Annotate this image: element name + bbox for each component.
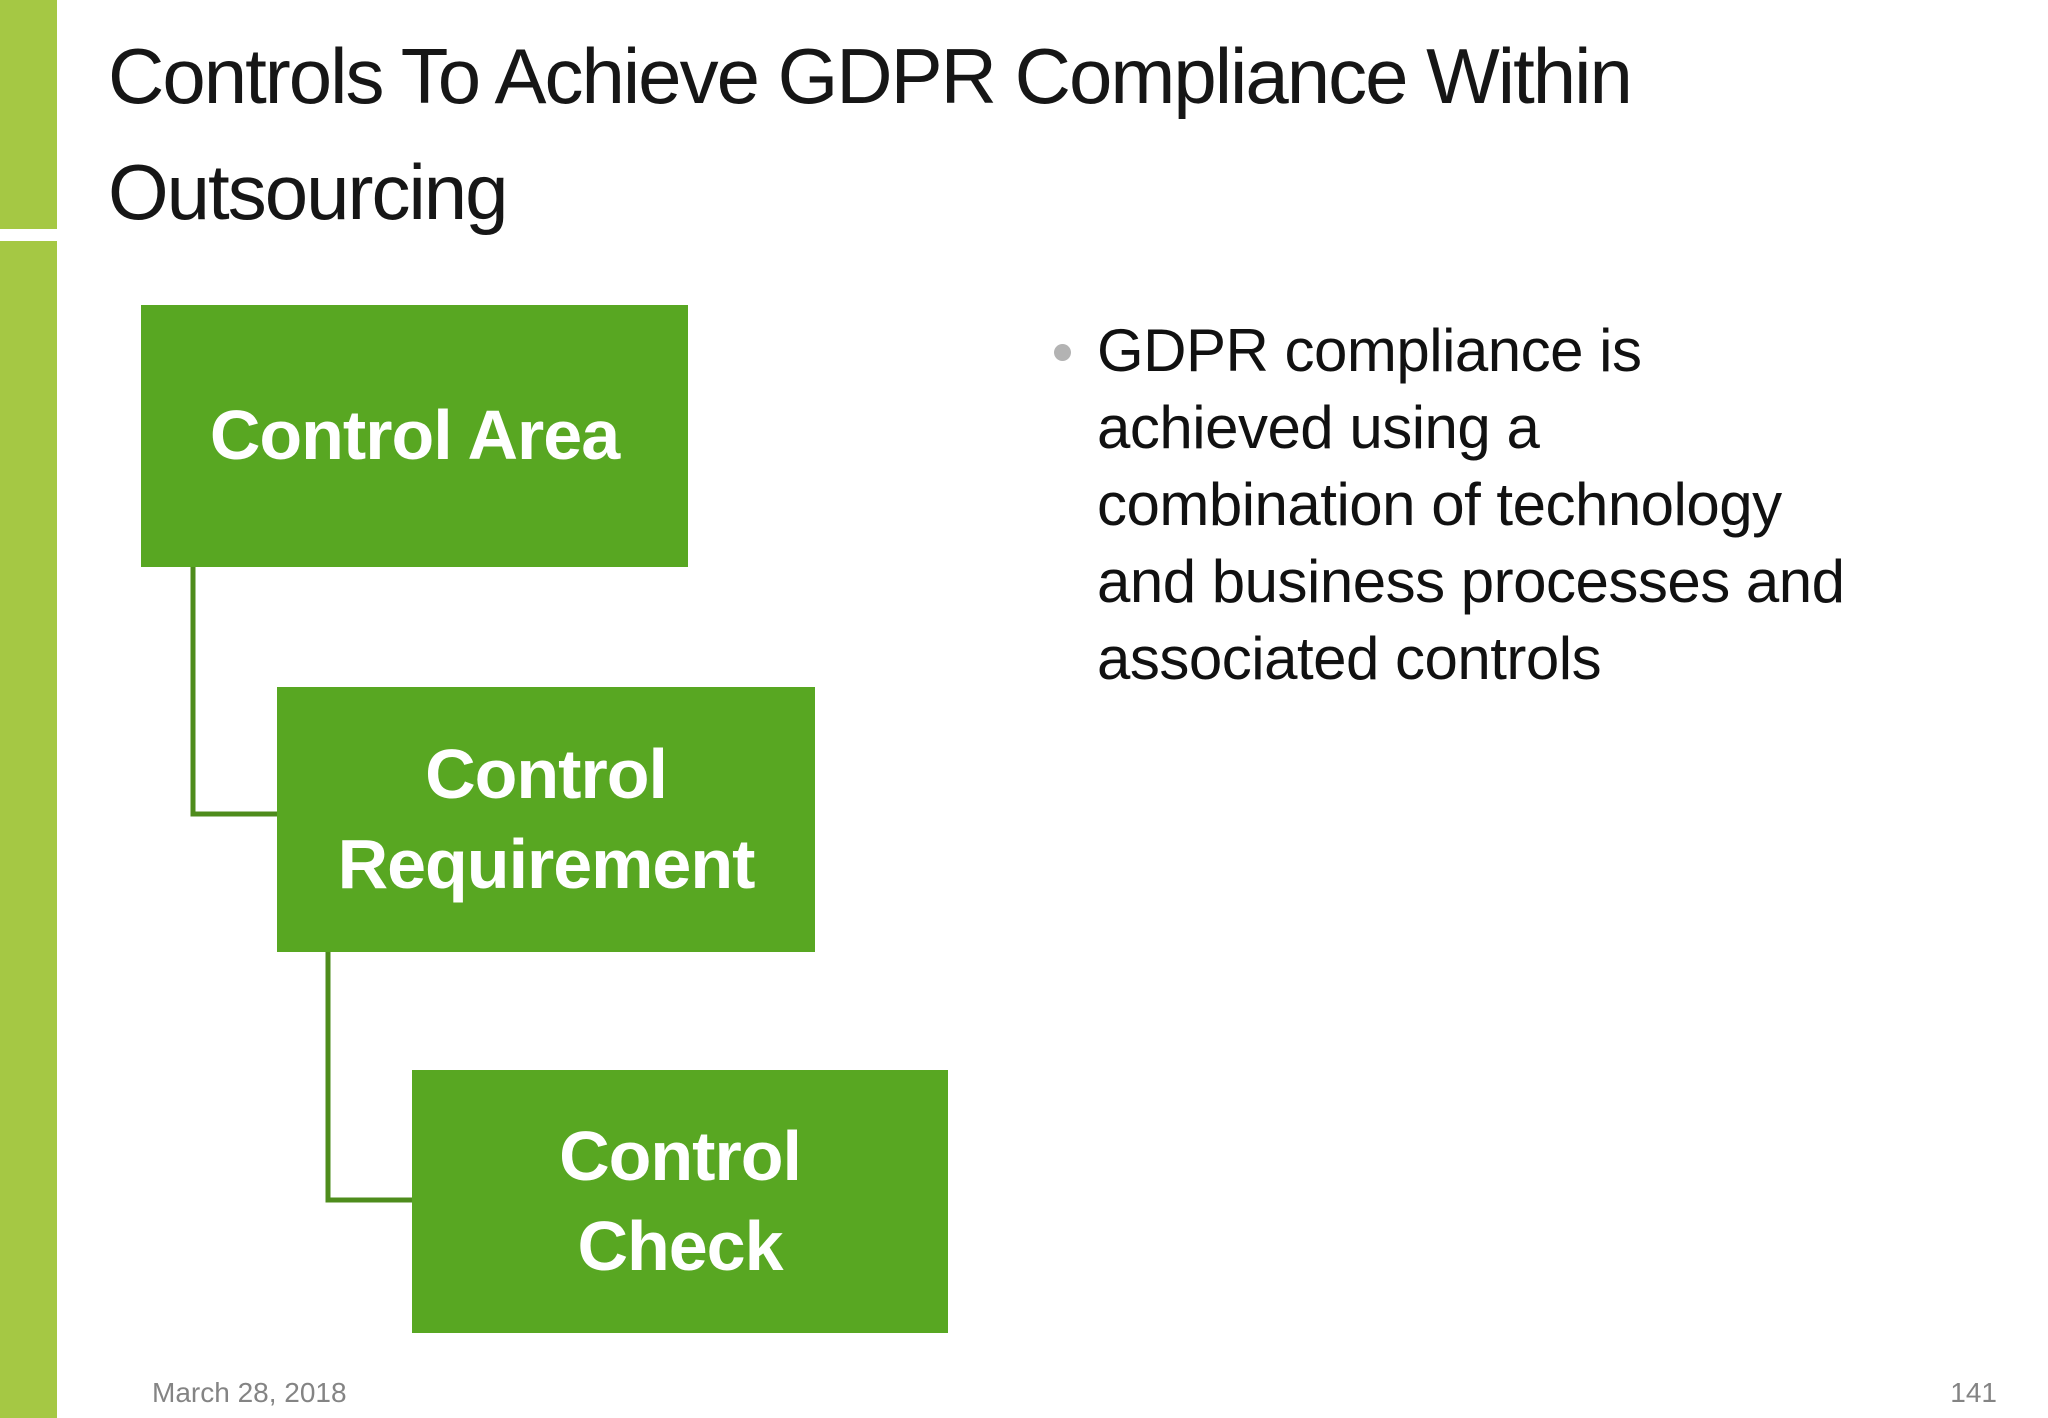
connector-box1-box2 <box>190 567 277 817</box>
box-label-control-check: Control Check <box>559 1116 802 1285</box>
connector-box2-box3 <box>325 952 412 1203</box>
slide-title: Controls To Achieve GDPR Compliance With… <box>108 32 1633 236</box>
accent-bar-top <box>0 0 57 229</box>
footer-date: March 28, 2018 <box>152 1377 347 1408</box>
diagram-box-control-area: Control Area <box>141 305 688 567</box>
bullet-text: GDPR compliance is achieved using a comb… <box>1097 317 1845 692</box>
footer-page-number: 141 <box>1950 1377 1997 1408</box>
diagram-box-control-check: Control Check <box>412 1070 948 1333</box>
bullet-dot-icon <box>1054 344 1071 361</box>
diagram-box-control-requirement: Control Requirement <box>277 687 815 952</box>
accent-bar-bottom <box>0 241 57 1418</box>
box-label-control-area: Control Area <box>209 396 620 475</box>
box-label-control-requirement: Control Requirement <box>337 734 756 903</box>
